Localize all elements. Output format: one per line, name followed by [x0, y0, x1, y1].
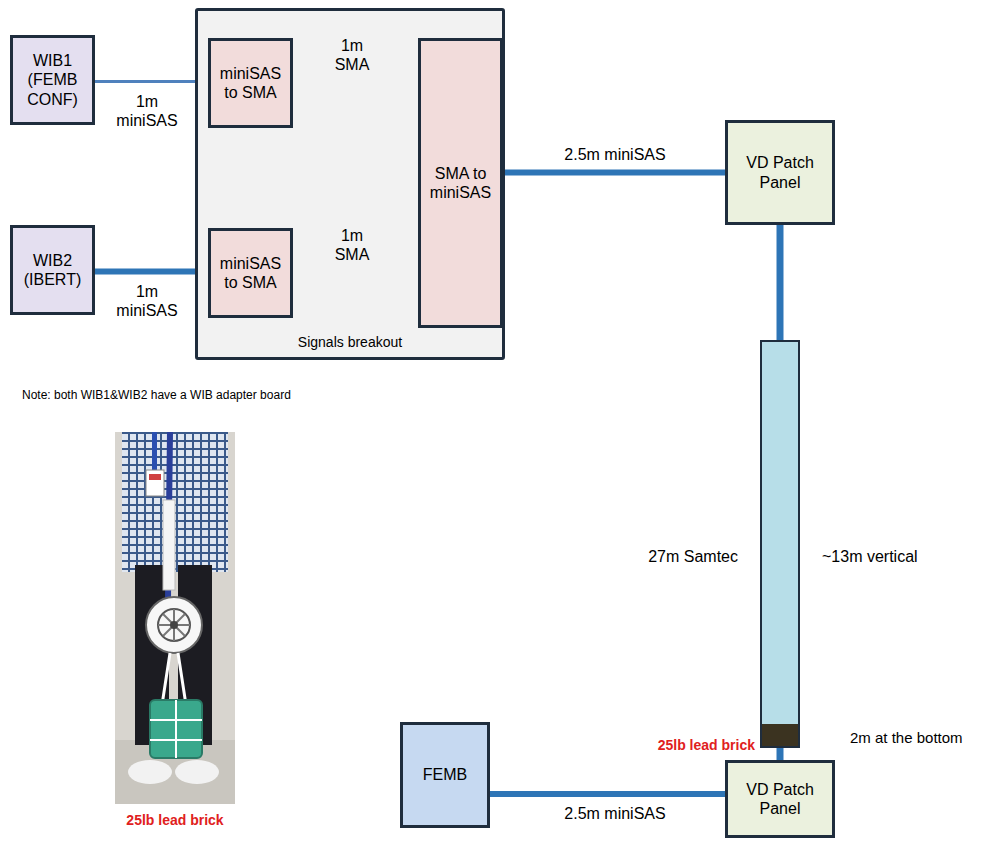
person-photo: [115, 432, 235, 804]
patch-panel: VD Patch Panel: [725, 760, 835, 838]
box-label: FEMB: [423, 765, 467, 784]
converter-box: miniSAS to SMA: [208, 38, 293, 128]
cable-line: [777, 748, 784, 760]
wib-box: WIB1 (FEMB CONF): [10, 35, 95, 125]
weight-label: 25lb lead brick: [615, 737, 755, 754]
wib-box: WIB2 (IBERT): [10, 225, 95, 315]
converter-box: miniSAS to SMA: [208, 228, 293, 318]
cable-length-label: 2.5m miniSAS: [530, 804, 700, 823]
cable-length-label: 1m miniSAS: [112, 282, 182, 320]
converter-box: SMA to miniSAS: [418, 38, 503, 328]
cable-length-label: 1m miniSAS: [112, 92, 182, 130]
femb-box: FEMB: [400, 722, 490, 828]
cable-label: ~13m vertical: [822, 547, 918, 566]
lead-brick: [762, 724, 798, 746]
box-label: miniSAS to SMA: [215, 254, 286, 292]
cable-line: [95, 269, 208, 275]
samtec-cable: 27m Samtec~13m vertical: [760, 340, 800, 748]
box-label: WIB1 (FEMB CONF): [17, 51, 88, 109]
cable-length-label: 2m at the bottom: [850, 729, 963, 747]
photo-caption: 25lb lead brick: [110, 812, 240, 829]
box-label: VD Patch Panel: [732, 153, 828, 191]
box-label: SMA to miniSAS: [425, 164, 496, 202]
cable-length-label: 2.5m miniSAS: [530, 145, 700, 164]
cable-length-label: 1m SMA: [322, 36, 382, 74]
patch-panel: VD Patch Panel: [725, 120, 835, 225]
box-label: WIB2 (IBERT): [17, 251, 88, 289]
cable-length-label: 1m SMA: [322, 226, 382, 264]
cable-label: 27m Samtec: [648, 547, 738, 566]
cable-line: [503, 170, 725, 176]
box-label: miniSAS to SMA: [215, 64, 286, 102]
cable-line: [490, 791, 725, 797]
note-text: Note: both WIB1&WIB2 have a WIB adapter …: [22, 388, 291, 402]
box-label: VD Patch Panel: [732, 780, 828, 818]
cable-line: [777, 225, 784, 340]
panel-title: Signals breakout: [198, 334, 502, 351]
cable-line: [95, 80, 208, 83]
